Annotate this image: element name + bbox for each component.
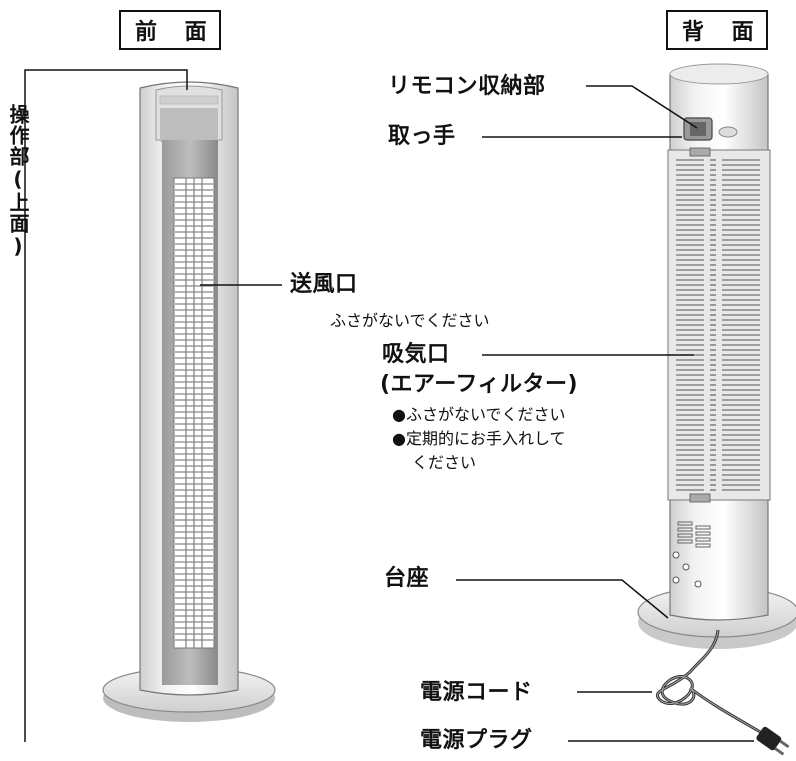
power-cord-highlight — [657, 629, 763, 734]
front-header: 前 面 — [119, 10, 221, 50]
base-label: 台座 — [384, 566, 430, 591]
intake-note-2b: ください — [412, 453, 477, 472]
outlet-grille-lines — [175, 178, 213, 648]
remote-storage-label: リモコン収納部 — [388, 74, 546, 99]
outlet-label: 送風口 — [290, 272, 358, 297]
intake-filter-lines — [676, 159, 760, 491]
outlet-note: ふさがないでください — [330, 311, 490, 330]
intake-label: 吸気口 — [382, 342, 450, 367]
intake-note-2: ●定期的にお手入れして — [392, 429, 566, 448]
intake-sub-label: (エアーフィルター) — [380, 372, 579, 397]
power-plug — [756, 726, 790, 756]
front-fan — [102, 81, 276, 722]
back-leaders — [456, 85, 754, 742]
handle-label: 取っ手 — [388, 124, 456, 149]
base-leader — [456, 579, 669, 619]
bottom-vents — [677, 521, 711, 548]
control-panel-bracket — [24, 69, 188, 742]
back-fan — [637, 63, 796, 756]
screw-holes — [672, 551, 702, 588]
remote-storage-leader — [586, 85, 698, 129]
power-plug-label: 電源プラグ — [420, 728, 533, 753]
control-panel-label: 操作部(上面) — [6, 104, 30, 259]
intake-note-1: ●ふさがないでください — [392, 405, 566, 424]
back-header: 背 面 — [666, 10, 768, 50]
power-cord-label: 電源コード — [420, 680, 533, 705]
